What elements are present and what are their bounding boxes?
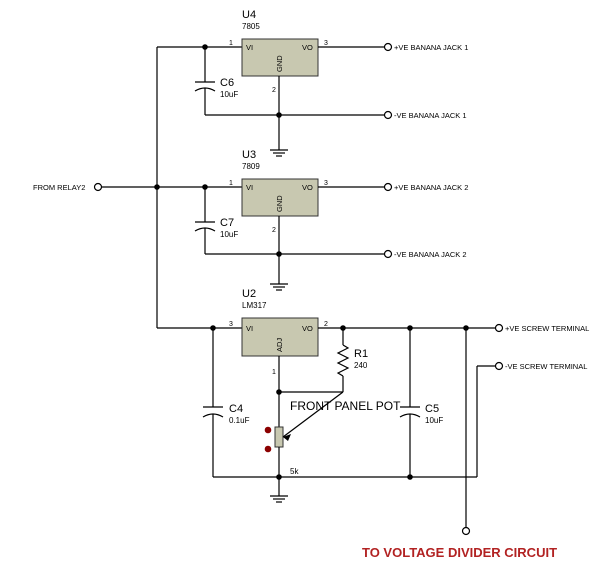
c6-ref: C6 [220, 77, 234, 89]
u3-vo-label: VO [302, 183, 313, 192]
net-label-neg-jack1: -VE BANANA JACK 1 [394, 111, 467, 120]
u2-adj-label: ADJ [275, 338, 284, 352]
u4-pin-gnd: 2 [272, 87, 276, 94]
u2-pin-out: 2 [324, 321, 328, 328]
u2-pin-in: 3 [229, 321, 233, 328]
u2-vi-label: VI [246, 324, 253, 333]
resistor-r1: R1 240 [336, 328, 368, 392]
pos-jack1-terminal[interactable] [383, 42, 393, 52]
net-label-pos-jack2: +VE BANANA JACK 2 [394, 183, 468, 192]
u4-part: 7805 [242, 22, 260, 31]
ground-rail-u3 [205, 238, 384, 291]
schematic-title: TO VOLTAGE DIVIDER CIRCUIT [362, 545, 557, 560]
pot-label: FRONT PANEL POT [290, 399, 401, 413]
u2-ref: U2 [242, 288, 256, 300]
pos-jack2-terminal[interactable] [383, 182, 393, 192]
u4-ref: U4 [242, 9, 256, 21]
capacitor-c5: C5 10uF [399, 328, 443, 477]
ground-rail-u2 [213, 365, 495, 503]
capacitor-c4: C4 0.1uF [202, 328, 250, 477]
potentiometer: FRONT PANEL POT 5k [264, 389, 401, 496]
r1-value: 240 [354, 361, 368, 370]
regulator-u2: U2 LM317 VI VO ADJ 3 2 1 [229, 288, 495, 392]
u3-pin-gnd: 2 [272, 227, 276, 234]
neg-jack1-terminal[interactable] [383, 110, 393, 120]
neg-screw-terminal[interactable] [494, 361, 504, 371]
pos-screw-terminal[interactable] [494, 323, 504, 333]
u4-pin-out: 3 [324, 40, 328, 47]
divider-output [461, 328, 471, 536]
u3-pin-in: 1 [229, 180, 233, 187]
u3-part: 7809 [242, 162, 260, 171]
u3-gnd-label: GND [275, 195, 284, 212]
u4-vo-label: VO [302, 43, 313, 52]
regulator-u3: U3 7809 VI VO GND 1 3 2 [229, 149, 384, 238]
r1-ref: R1 [354, 348, 368, 360]
c4-value: 0.1uF [229, 416, 250, 425]
u2-pin-adj: 1 [272, 369, 276, 376]
neg-jack2-terminal[interactable] [383, 249, 393, 259]
net-label-pos-screw: +VE SCREW TERMINAL [505, 324, 589, 333]
u3-pin-out: 3 [324, 180, 328, 187]
u4-pin-in: 1 [229, 40, 233, 47]
capacitor-c6: C6 10uF [194, 47, 238, 115]
c4-ref: C4 [229, 403, 243, 415]
net-label-neg-jack2: -VE BANANA JACK 2 [394, 250, 467, 259]
input-wiring [102, 44, 242, 331]
u4-gnd-label: GND [275, 55, 284, 72]
u3-vi-label: VI [246, 183, 253, 192]
c6-value: 10uF [220, 90, 238, 99]
c7-value: 10uF [220, 230, 238, 239]
net-label-from-relay: FROM RELAY2 [33, 183, 85, 192]
pot-value: 5k [290, 467, 299, 476]
capacitor-c7: C7 10uF [194, 187, 238, 254]
from-relay-terminal[interactable] [93, 182, 103, 192]
u3-ref: U3 [242, 149, 256, 161]
net-label-pos-jack1: +VE BANANA JACK 1 [394, 43, 468, 52]
regulator-u4: U4 7805 VI VO GND 1 3 2 [229, 9, 384, 97]
c7-ref: C7 [220, 217, 234, 229]
net-label-neg-screw: -VE SCREW TERMINAL [505, 362, 587, 371]
c5-value: 10uF [425, 416, 443, 425]
u4-vi-label: VI [246, 43, 253, 52]
u2-part: LM317 [242, 301, 267, 310]
c5-ref: C5 [425, 403, 439, 415]
u2-vo-label: VO [302, 324, 313, 333]
ground-rail-u4 [205, 97, 384, 157]
